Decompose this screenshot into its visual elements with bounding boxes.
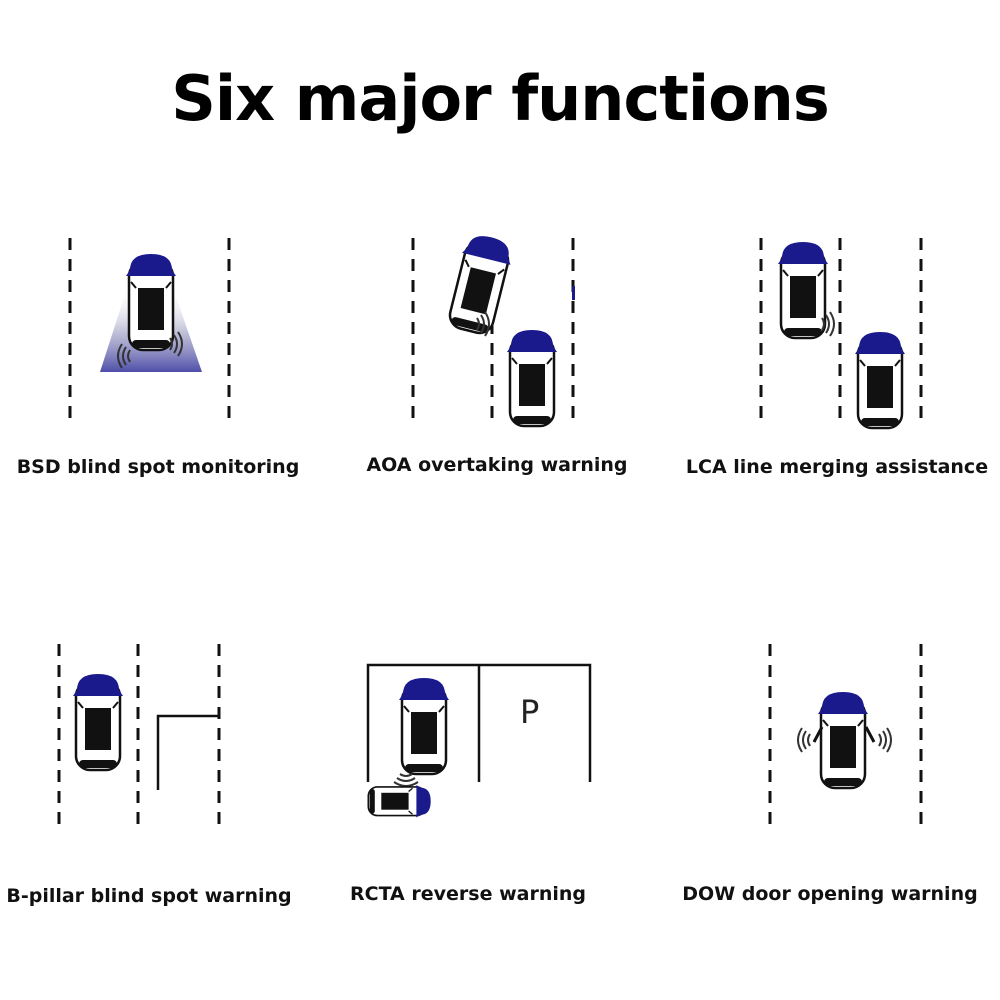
caption-rcta: RCTA reverse warning bbox=[350, 883, 586, 905]
lane-marker bbox=[572, 286, 575, 300]
b-pillar-illustration bbox=[57, 644, 221, 824]
signal-waves-icon bbox=[797, 727, 811, 753]
caption-bsd: BSD blind spot monitoring bbox=[16, 456, 300, 478]
rcta-illustration bbox=[366, 663, 592, 819]
bsd-illustration bbox=[68, 238, 231, 418]
car-icon bbox=[71, 672, 125, 772]
car-icon bbox=[397, 676, 451, 776]
page-title: Six major functions bbox=[171, 62, 829, 135]
car-icon bbox=[124, 252, 178, 352]
aoa-illustration bbox=[411, 230, 575, 428]
pillar-outline bbox=[156, 714, 219, 790]
parking-sign: P bbox=[520, 693, 540, 731]
lca-illustration bbox=[759, 238, 923, 430]
caption-aoa: AOA overtaking warning bbox=[366, 454, 628, 476]
car-icon bbox=[505, 328, 559, 428]
dow-illustration bbox=[768, 644, 923, 824]
open-door bbox=[812, 726, 824, 743]
car-icon bbox=[367, 784, 432, 819]
caption-dow: DOW door opening warning bbox=[682, 883, 978, 905]
car-icon bbox=[776, 240, 830, 340]
car-icon bbox=[853, 330, 907, 430]
caption-lca: LCA line merging assistance bbox=[685, 456, 989, 478]
car-icon bbox=[442, 230, 518, 338]
car-icon bbox=[816, 690, 870, 790]
signal-waves-icon bbox=[393, 773, 419, 787]
open-door bbox=[864, 726, 876, 743]
caption-b-pillar: B-pillar blind spot warning bbox=[6, 885, 292, 907]
signal-waves-icon bbox=[878, 727, 892, 753]
